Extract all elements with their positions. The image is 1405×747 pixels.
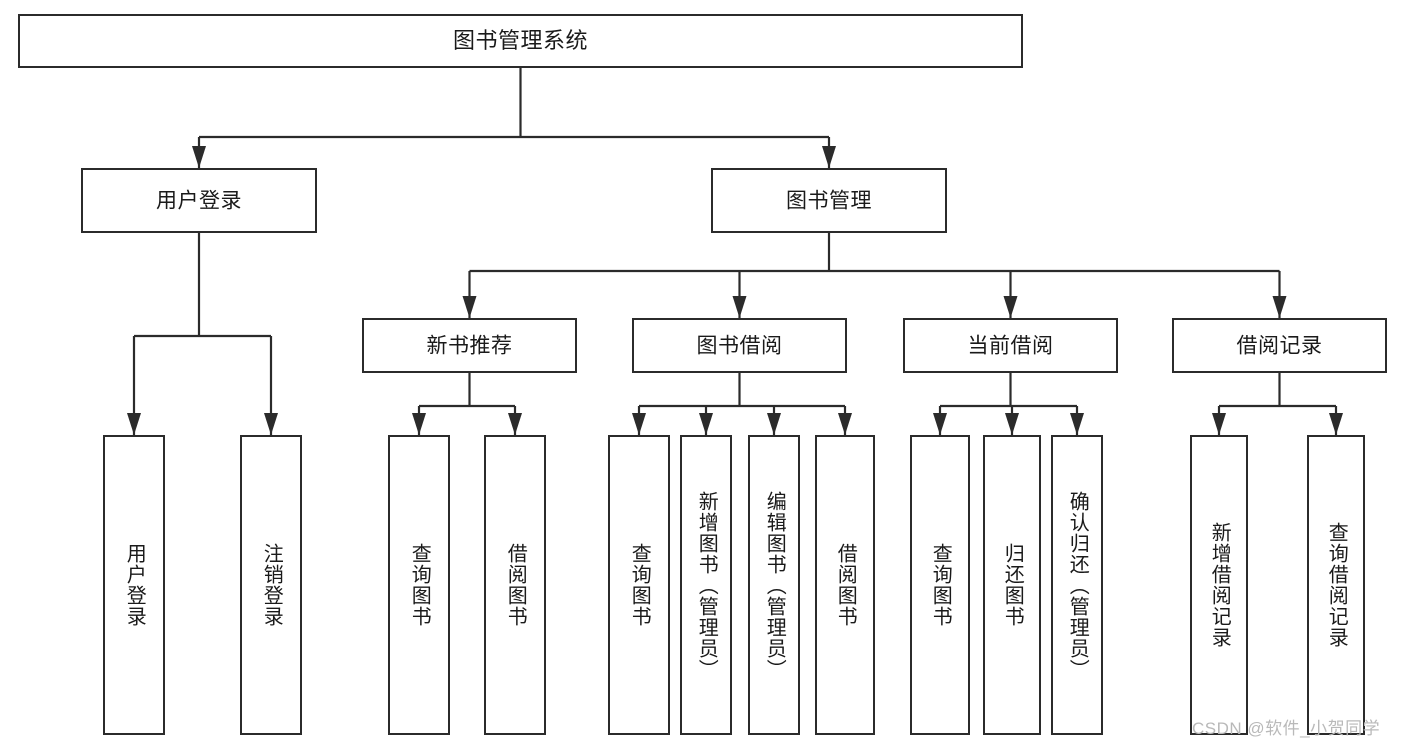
node-l2-record[interactable]: 借阅记录 bbox=[1172, 318, 1387, 373]
node-l2-current[interactable]: 当前借阅 bbox=[903, 318, 1118, 373]
arrow-head-icon bbox=[127, 413, 141, 435]
node-l2-new-book[interactable]: 新书推荐 bbox=[362, 318, 577, 373]
arrow-head-icon bbox=[1329, 413, 1343, 435]
node-leaf-query-book-2[interactable]: 查询图书 bbox=[608, 435, 670, 735]
node-leaf-query-book-1[interactable]: 查询图书 bbox=[388, 435, 450, 735]
arrow-head-icon bbox=[732, 296, 747, 318]
node-label: 当前借阅 bbox=[967, 333, 1054, 357]
node-label: 图书管理系统 bbox=[452, 27, 588, 53]
node-l1-user-login[interactable]: 用户登录 bbox=[81, 168, 317, 233]
arrow-head-icon bbox=[508, 413, 522, 435]
arrow-head-icon bbox=[1070, 413, 1084, 435]
node-leaf-borrow-book-1[interactable]: 借阅图书 bbox=[484, 435, 546, 735]
node-label: 新增借阅记录 bbox=[1208, 522, 1231, 648]
node-label: 注销登录 bbox=[260, 543, 283, 627]
node-label: 新增图书（管理员） bbox=[695, 490, 718, 680]
arrow-head-icon bbox=[1005, 413, 1019, 435]
node-leaf-add-book[interactable]: 新增图书（管理员） bbox=[680, 435, 732, 735]
arrow-head-icon bbox=[933, 413, 947, 435]
arrow-head-icon bbox=[699, 413, 713, 435]
node-label: 查询图书 bbox=[929, 543, 952, 627]
node-label: 查询借阅记录 bbox=[1325, 522, 1348, 648]
arrow-head-icon bbox=[1212, 413, 1226, 435]
node-label: 借阅图书 bbox=[504, 543, 527, 627]
node-leaf-add-record[interactable]: 新增借阅记录 bbox=[1190, 435, 1248, 735]
node-label: 查询图书 bbox=[628, 543, 651, 627]
node-l2-borrow[interactable]: 图书借阅 bbox=[632, 318, 847, 373]
arrow-head-icon bbox=[822, 146, 836, 168]
arrow-head-icon bbox=[1003, 296, 1018, 318]
arrow-head-icon bbox=[1272, 296, 1287, 318]
arrow-head-icon bbox=[264, 413, 278, 435]
node-label: 用户登录 bbox=[123, 543, 146, 627]
arrow-head-icon bbox=[192, 146, 206, 168]
node-leaf-confirm-return[interactable]: 确认归还（管理员） bbox=[1051, 435, 1103, 735]
arrow-head-icon bbox=[632, 413, 646, 435]
node-leaf-query-book-3[interactable]: 查询图书 bbox=[910, 435, 970, 735]
node-label: 借阅图书 bbox=[834, 543, 857, 627]
node-label: 确认归还（管理员） bbox=[1066, 490, 1089, 680]
arrow-head-icon bbox=[838, 413, 852, 435]
node-label: 查询图书 bbox=[408, 543, 431, 627]
node-leaf-edit-book[interactable]: 编辑图书（管理员） bbox=[748, 435, 800, 735]
arrow-head-icon bbox=[412, 413, 426, 435]
node-leaf-borrow-book-2[interactable]: 借阅图书 bbox=[815, 435, 875, 735]
node-label: 用户登录 bbox=[156, 188, 242, 212]
csdn-watermark: CSDN @软件_小贺同学 bbox=[1192, 719, 1381, 738]
node-label: 新书推荐 bbox=[426, 333, 513, 357]
arrow-head-icon bbox=[767, 413, 781, 435]
node-leaf-logout[interactable]: 注销登录 bbox=[240, 435, 302, 735]
node-label: 归还图书 bbox=[1001, 543, 1024, 627]
node-label: 编辑图书（管理员） bbox=[763, 490, 786, 680]
node-leaf-query-record[interactable]: 查询借阅记录 bbox=[1307, 435, 1365, 735]
node-root[interactable]: 图书管理系统 bbox=[18, 14, 1023, 68]
node-leaf-return-book[interactable]: 归还图书 bbox=[983, 435, 1041, 735]
node-label: 借阅记录 bbox=[1236, 333, 1323, 357]
node-l1-book-mgmt[interactable]: 图书管理 bbox=[711, 168, 947, 233]
arrow-head-icon bbox=[462, 296, 477, 318]
node-leaf-user-login[interactable]: 用户登录 bbox=[103, 435, 165, 735]
node-label: 图书管理 bbox=[786, 188, 872, 212]
node-label: 图书借阅 bbox=[696, 333, 783, 357]
